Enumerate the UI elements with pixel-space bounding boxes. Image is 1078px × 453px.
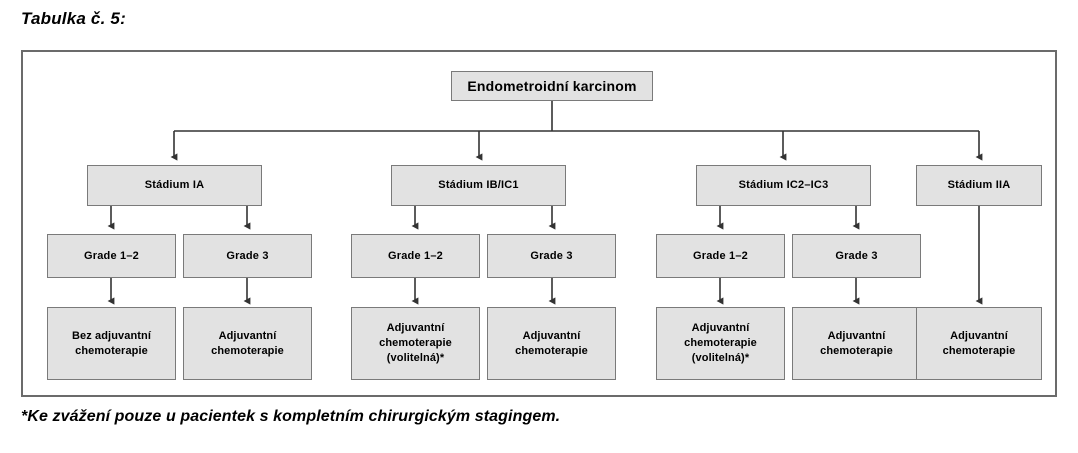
node-stage-ic2-ic3[interactable]: Stádium IC2–IC3 [696, 165, 871, 206]
node-treatment-1-label: Bez adjuvantní chemoterapie [71, 329, 152, 357]
figure-footnote: *Ke zvážení pouze u pacientek s kompletn… [21, 408, 561, 425]
node-grade-3-label: Grade 1–2 [387, 249, 443, 262]
node-grade-5-label: Grade 1–2 [692, 249, 748, 262]
node-grade-6-label: Grade 3 [835, 249, 878, 262]
figure-title: Tabulka č. 5: [21, 9, 126, 28]
node-stage-ia[interactable]: Stádium IA [87, 165, 262, 206]
node-grade-2-label: Grade 3 [226, 249, 269, 262]
diagram-frame: Endometroidní karcinom Stádium IA Stádiu… [21, 50, 1057, 397]
node-grade-1-label: Grade 1–2 [83, 249, 139, 262]
node-grade-1[interactable]: Grade 1–2 [47, 234, 176, 278]
node-treatment-6[interactable]: Adjuvantní chemoterapie [792, 307, 921, 380]
node-treatment-5-label: Adjuvantní chemoterapie (volitelná)* [684, 322, 757, 364]
node-stage-ic2-ic3-label: Stádium IC2–IC3 [738, 179, 829, 192]
node-grade-6[interactable]: Grade 3 [792, 234, 921, 278]
diagram-canvas: Endometroidní karcinom Stádium IA Stádiu… [23, 52, 1059, 399]
node-treatment-3-label: Adjuvantní chemoterapie (volitelná)* [379, 322, 452, 364]
node-root-label: Endometroidní karcinom [467, 77, 637, 94]
node-treatment-7-label: Adjuvantní chemoterapie [942, 329, 1016, 357]
node-root-endometroid-carcinoma[interactable]: Endometroidní karcinom [451, 71, 653, 101]
node-grade-4[interactable]: Grade 3 [487, 234, 616, 278]
node-stage-iia[interactable]: Stádium IIA [916, 165, 1042, 206]
node-stage-ib-ic1-label: Stádium IB/IC1 [438, 179, 519, 192]
node-treatment-4[interactable]: Adjuvantní chemoterapie [487, 307, 616, 380]
node-treatment-3[interactable]: Adjuvantní chemoterapie (volitelná)* [351, 307, 480, 380]
node-grade-3[interactable]: Grade 1–2 [351, 234, 480, 278]
node-treatment-2-label: Adjuvantní chemoterapie [211, 329, 284, 357]
node-treatment-6-label: Adjuvantní chemoterapie [820, 329, 893, 357]
node-treatment-2[interactable]: Adjuvantní chemoterapie [183, 307, 312, 380]
node-treatment-5[interactable]: Adjuvantní chemoterapie (volitelná)* [656, 307, 785, 380]
node-stage-ib-ic1[interactable]: Stádium IB/IC1 [391, 165, 566, 206]
node-stage-iia-label: Stádium IIA [947, 179, 1011, 192]
node-grade-4-label: Grade 3 [530, 249, 573, 262]
node-treatment-7[interactable]: Adjuvantní chemoterapie [916, 307, 1042, 380]
node-treatment-1[interactable]: Bez adjuvantní chemoterapie [47, 307, 176, 380]
node-grade-5[interactable]: Grade 1–2 [656, 234, 785, 278]
node-grade-2[interactable]: Grade 3 [183, 234, 312, 278]
node-stage-ia-label: Stádium IA [144, 179, 205, 192]
node-treatment-4-label: Adjuvantní chemoterapie [515, 329, 588, 357]
